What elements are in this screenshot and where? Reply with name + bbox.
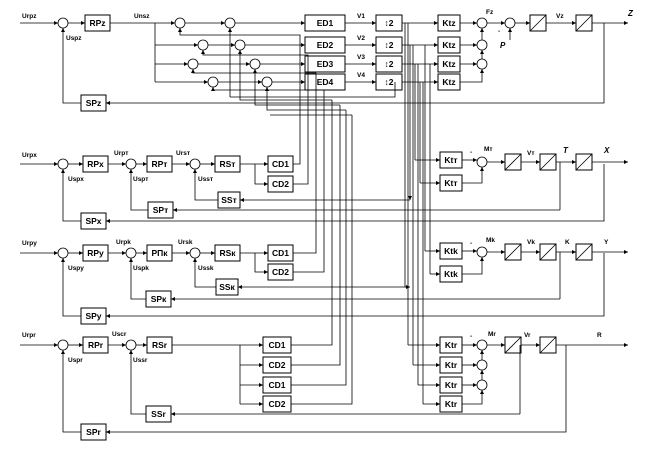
label-spt: SPт (153, 205, 169, 215)
label-ktr-4: Ktr (445, 399, 458, 409)
label-ed2: ED2 (317, 40, 334, 50)
label-spx: SPx (85, 216, 101, 226)
signal-urpt: Urpт (114, 150, 128, 157)
signal-x: X (603, 146, 610, 155)
signal-urpk: Urpk (116, 239, 131, 246)
signal-t: T (563, 146, 569, 155)
signal-urst: Ursт (176, 150, 190, 157)
block-labels: RPz SPz ED1 ED2 ED3 ED4 ↕2 ↕2 ↕2 ↕2 Ktz … (85, 18, 458, 437)
label-ktr-1: Ktr (445, 340, 458, 350)
label-spk: SPк (151, 294, 167, 304)
signal-vr: Vr (524, 332, 531, 339)
label-ed4: ED4 (317, 77, 334, 87)
signal-v3: V3 (357, 54, 365, 61)
label-rpk: PПк (151, 248, 168, 258)
label-cd1-y: CD1 (272, 248, 289, 258)
signal-ursk: Ursk (178, 239, 193, 246)
signal-r: R (597, 332, 602, 339)
label-cd1-r1: CD1 (268, 340, 285, 350)
label-ed1: ED1 (317, 18, 334, 28)
label-ktk-1: Ktk (444, 246, 458, 256)
signal-z: Z (627, 9, 634, 18)
signal-v4: V4 (357, 72, 365, 79)
label-ed3: ED3 (317, 59, 334, 69)
label-rsk: RSк (219, 248, 236, 258)
signal-vz: Vz (556, 13, 564, 20)
signal-y: Y (604, 239, 609, 246)
minus-fz: - (498, 28, 500, 35)
label-spr: SPr (86, 427, 101, 437)
label-ktz-4: Ktz (442, 77, 455, 87)
sum-z-position (57, 17, 69, 29)
row-r (20, 100, 628, 441)
minus-mk: - (470, 240, 472, 247)
label-ktt-2: Ktт (444, 178, 457, 188)
label-rpy: RPy (87, 248, 104, 258)
signal-urpx: Urpx (22, 152, 37, 159)
signal-usst: Ussт (198, 176, 213, 183)
signal-uspy: Uspy (68, 265, 84, 272)
label-rpz: RPz (89, 18, 105, 28)
label-ktz-3: Ktz (442, 59, 455, 69)
label-rst: RSт (220, 159, 236, 169)
label-ktr-2: Ktr (445, 360, 458, 370)
label-rpt: RPт (152, 159, 168, 169)
label-gear-4: ↕2 (385, 77, 394, 87)
signal-ussr: Ussr (133, 357, 148, 364)
signal-labels: Urpz Uspz Unsz V1 V2 V3 V4 Fz Vz Z P - U… (22, 9, 634, 364)
label-gear-1: ↕2 (385, 18, 394, 28)
label-ssr: SSr (151, 409, 166, 419)
signal-v2: V2 (357, 35, 365, 42)
signal-uspz: Uspz (66, 35, 82, 42)
label-rsr: RSr (152, 340, 168, 350)
signal-uscr: Uscr (112, 331, 127, 338)
signal-mk: Mk (486, 237, 495, 244)
label-cd1-x: CD1 (272, 159, 289, 169)
label-cd1-r2: CD1 (268, 380, 285, 390)
signal-uspk: Uspk (133, 265, 149, 272)
label-cd2-r2: CD2 (268, 399, 285, 409)
label-cd2-r1: CD2 (268, 360, 285, 370)
signal-k: K (565, 239, 570, 246)
label-rpx: RPx (87, 159, 104, 169)
signal-urpy: Urpy (22, 240, 37, 247)
signal-vt: Vт (527, 150, 535, 157)
label-ktk-2: Ktk (444, 269, 458, 279)
signal-fz: Fz (486, 9, 494, 16)
signal-p: P (500, 41, 506, 50)
label-gear-3: ↕2 (385, 59, 394, 69)
row-y (20, 82, 628, 325)
label-rpr: RPr (88, 340, 104, 350)
label-ktr-3: Ktr (445, 380, 458, 390)
signal-urpz: Urpz (22, 13, 37, 20)
label-cd2-x: CD2 (272, 179, 289, 189)
signal-uspr: Uspr (68, 357, 83, 364)
minus-mt: - (470, 149, 472, 156)
signal-uspt: Uspт (133, 176, 148, 183)
bus-lines (178, 23, 440, 406)
signal-unsz: Unsz (134, 13, 150, 20)
label-spz: SPz (86, 98, 102, 108)
signal-urpr: Urpr (22, 332, 36, 339)
signal-v1: V1 (357, 13, 365, 20)
label-gear-2: ↕2 (385, 40, 394, 50)
label-spy: SPy (85, 311, 101, 321)
label-sst: SSт (221, 195, 237, 205)
signal-vk: Vk (527, 239, 535, 246)
label-cd2-y: CD2 (272, 267, 289, 277)
minus-mr: - (470, 333, 472, 340)
label-ssk: SSк (219, 282, 235, 292)
label-ktz-1: Ktz (442, 18, 455, 28)
signal-mt: Mт (484, 146, 493, 153)
label-ktt-1: Ktт (444, 155, 457, 165)
label-ktz-2: Ktz (442, 40, 455, 50)
signal-uspx: Uspx (68, 176, 84, 183)
signal-mr: Mr (488, 331, 496, 338)
signal-ussk: Ussk (198, 265, 214, 272)
row-z (20, 14, 628, 112)
